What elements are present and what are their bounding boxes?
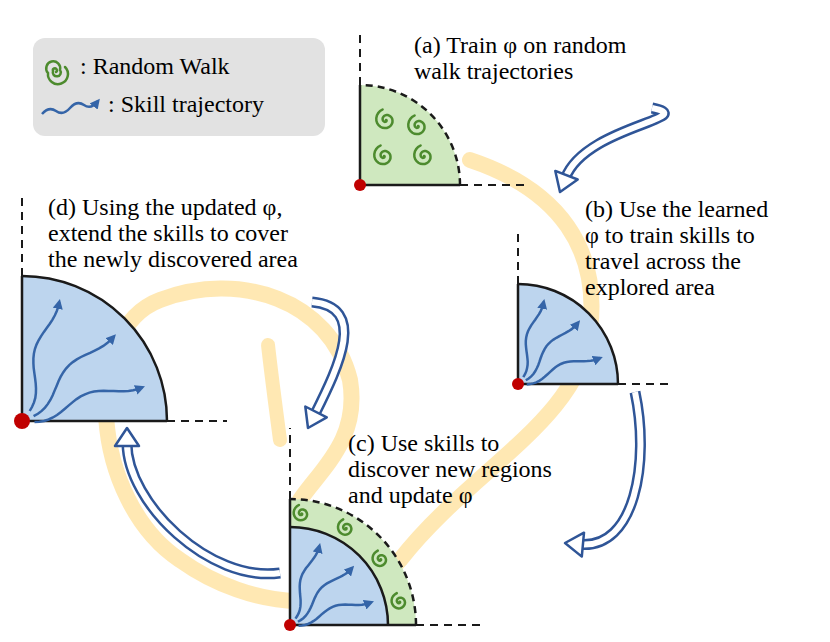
stage-panel: (b) Use the learned φ to train skills to… [505,192,805,392]
cycle-arrow [565,392,640,557]
stage-caption: (b) Use the learned φ to train skills to… [585,196,777,300]
origin-dot [284,619,296,631]
legend-text: : Random Walk [80,52,230,80]
frontier-arc [290,499,416,625]
random-walk-spiral [408,116,424,135]
arrow-body [580,392,641,545]
arrow-outline [127,443,280,574]
cycle-arrow [555,108,664,192]
arrow-head [115,428,139,446]
axis-line [290,499,416,625]
arrow-outline [312,302,344,415]
axis-line [360,85,460,185]
random-walk-spiral [374,146,390,165]
legend-panel [33,38,325,136]
skill-trajectory [296,546,320,619]
random-walk-spiral [414,146,430,165]
random-walk-spiral [373,551,386,566]
random-walk-spiral [338,519,351,534]
legend-text: : Skill trajectory [108,90,264,118]
random-walk-spiral [376,110,392,129]
origin-dot [354,179,366,191]
skill-trajectory [527,358,600,384]
origin-dot [512,378,524,390]
stage-caption: (a) Train φ on random walk trajectories [414,32,639,84]
arrow-body [565,108,664,178]
skill-symbol [42,101,98,114]
new-region-band [290,499,416,625]
arrow-outline [580,392,641,545]
stage-caption: (c) Use skills to discover new regions a… [348,430,563,508]
skill-trajectory [298,568,352,622]
frontier-arc [360,85,460,185]
axis-line [22,276,167,421]
arrow-head [555,171,577,192]
spiral-symbol [46,61,68,84]
arrow-head [305,407,327,429]
explored-region [360,85,460,185]
random-walk-spiral [392,593,405,608]
loop-band-branch [268,345,280,440]
region-arc [290,527,388,625]
skill-trajectory [523,302,543,377]
random-walk-spiral [294,505,307,520]
stage-panel: (a) Train φ on random walk trajectories [352,28,652,192]
arrow-head [565,533,584,557]
arrow-outline [565,108,664,178]
skill-trajectory [35,387,143,422]
stage-panel: (d) Using the updated φ, extend the skil… [12,190,312,428]
region-arc [22,276,167,421]
arrow-body [127,443,280,574]
skill-trajectory [299,602,372,625]
explored-region [22,276,167,421]
origin-dot [14,413,30,429]
cycle-arrow [115,428,280,574]
stage-panel: (c) Use skills to discover new regions a… [280,428,565,632]
skill-trajectory [526,323,578,381]
skill-trajectory [30,302,60,411]
arrow-body [312,302,344,415]
skill-trajectory [34,337,114,417]
cycle-arrow [305,302,344,428]
stage-caption: (d) Using the updated φ, extend the skil… [48,194,310,272]
